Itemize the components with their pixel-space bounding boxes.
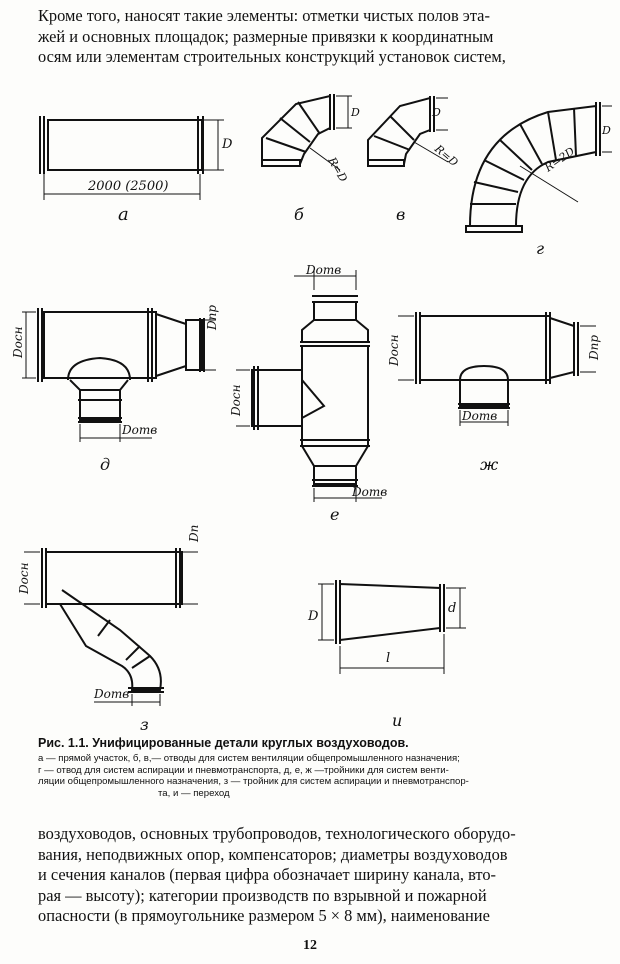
caption-line: г — отвод для систем аспирации и пневмот… [38, 764, 449, 776]
dim-Dotv-z: Dотв [93, 687, 129, 701]
label-zh: ж [480, 455, 499, 474]
dim-Dp-z: Dп [187, 525, 201, 543]
dim-Dotv-e-top: Dотв [305, 263, 341, 277]
part-d-tee: Dосн Dпр Dотв д [11, 305, 219, 474]
label-d: д [100, 455, 110, 474]
text-line: рая — высоту); категории производств по … [38, 885, 487, 905]
body-text-top: Кроме того, наносят такие элементы: отме… [38, 6, 600, 68]
dim-R-g: R=2D [541, 145, 577, 175]
part-e-tee: Dотв Dосн Dотв е [229, 263, 387, 524]
page-number: 12 [303, 938, 317, 953]
part-z-tee: Dосн Dп Dотв з [17, 525, 201, 730]
dim-Dosn-d: Dосн [11, 326, 25, 359]
figure-caption: Рис. 1.1. Унифицированные детали круглых… [38, 736, 608, 799]
label-b: б [294, 205, 304, 224]
dim-Dpr-zh: Dпр [587, 335, 601, 361]
caption-line: та, и — переход [158, 787, 230, 799]
dim-Dosn-e: Dосн [229, 384, 243, 417]
text-line: жей и основных площадок; размерные привя… [38, 26, 494, 46]
label-v: в [396, 205, 405, 224]
dim-Dosn-zh: Dосн [387, 334, 401, 367]
part-b-elbow: D R=D б [261, 94, 360, 224]
label-i: и [392, 711, 402, 730]
text-line: опасности (в прямоугольнике размером 5 ×… [38, 906, 490, 925]
dim-Dotv-zh: Dотв [461, 409, 497, 423]
part-v-elbow: D R=D в [367, 96, 461, 224]
text-line: вания, неподвижных опор, компенсаторов; … [38, 844, 508, 864]
label-z: з [140, 715, 149, 730]
dim-Dotv-e-bottom: Dотв [351, 485, 387, 499]
label-a: а [118, 204, 129, 225]
dim-l-i: l [386, 651, 390, 666]
caption-title: Рис. 1.1. Унифицированные детали круглых… [38, 736, 409, 750]
caption-body: а — прямой участок, б, в,— отводы для си… [38, 753, 608, 799]
dim-Dpr-d: Dпр [205, 305, 219, 331]
part-g-elbow: D R=2D г [465, 102, 612, 258]
dim-D-i: D [307, 609, 319, 624]
dim-D-v: D [431, 106, 441, 119]
dim-length-a: 2000 (2500) [87, 179, 168, 194]
label-e: е [330, 505, 339, 524]
text-line: воздуховодов, основных трубопроводов, те… [38, 824, 516, 843]
text-line: осям или элементам строительных конструк… [38, 47, 506, 66]
caption-line: ляции общепромышленного назначения, з — … [38, 776, 469, 787]
body-text-bottom: воздуховодов, основных трубопроводов, те… [38, 824, 600, 927]
dim-Dosn-z: Dосн [17, 562, 31, 595]
dim-R-v: R=D [431, 142, 460, 170]
dim-Dotv-d: Dотв [121, 423, 157, 437]
part-zh-tee: Dосн Dпр Dотв ж [387, 312, 601, 474]
part-a-straight-duct: D 2000 (2500) а [39, 116, 233, 225]
label-g: г [536, 239, 544, 258]
dim-D-g: D [601, 124, 611, 137]
dim-R-b: R=D [325, 154, 350, 184]
dim-D-a: D [221, 137, 233, 152]
caption-line: а — прямой участок, б, в,— отводы для си… [38, 753, 460, 764]
part-i-reducer: D d l и [307, 580, 466, 730]
dim-d-i: d [448, 601, 456, 616]
text-line: Кроме того, наносят такие элементы: отме… [38, 6, 490, 25]
text-line: и сечения каналов (первая цифра обознача… [38, 865, 497, 884]
figure-duct-parts: D 2000 (2500) а D R=D б D R=D в [0, 90, 620, 730]
dim-D-b: D [350, 106, 360, 119]
